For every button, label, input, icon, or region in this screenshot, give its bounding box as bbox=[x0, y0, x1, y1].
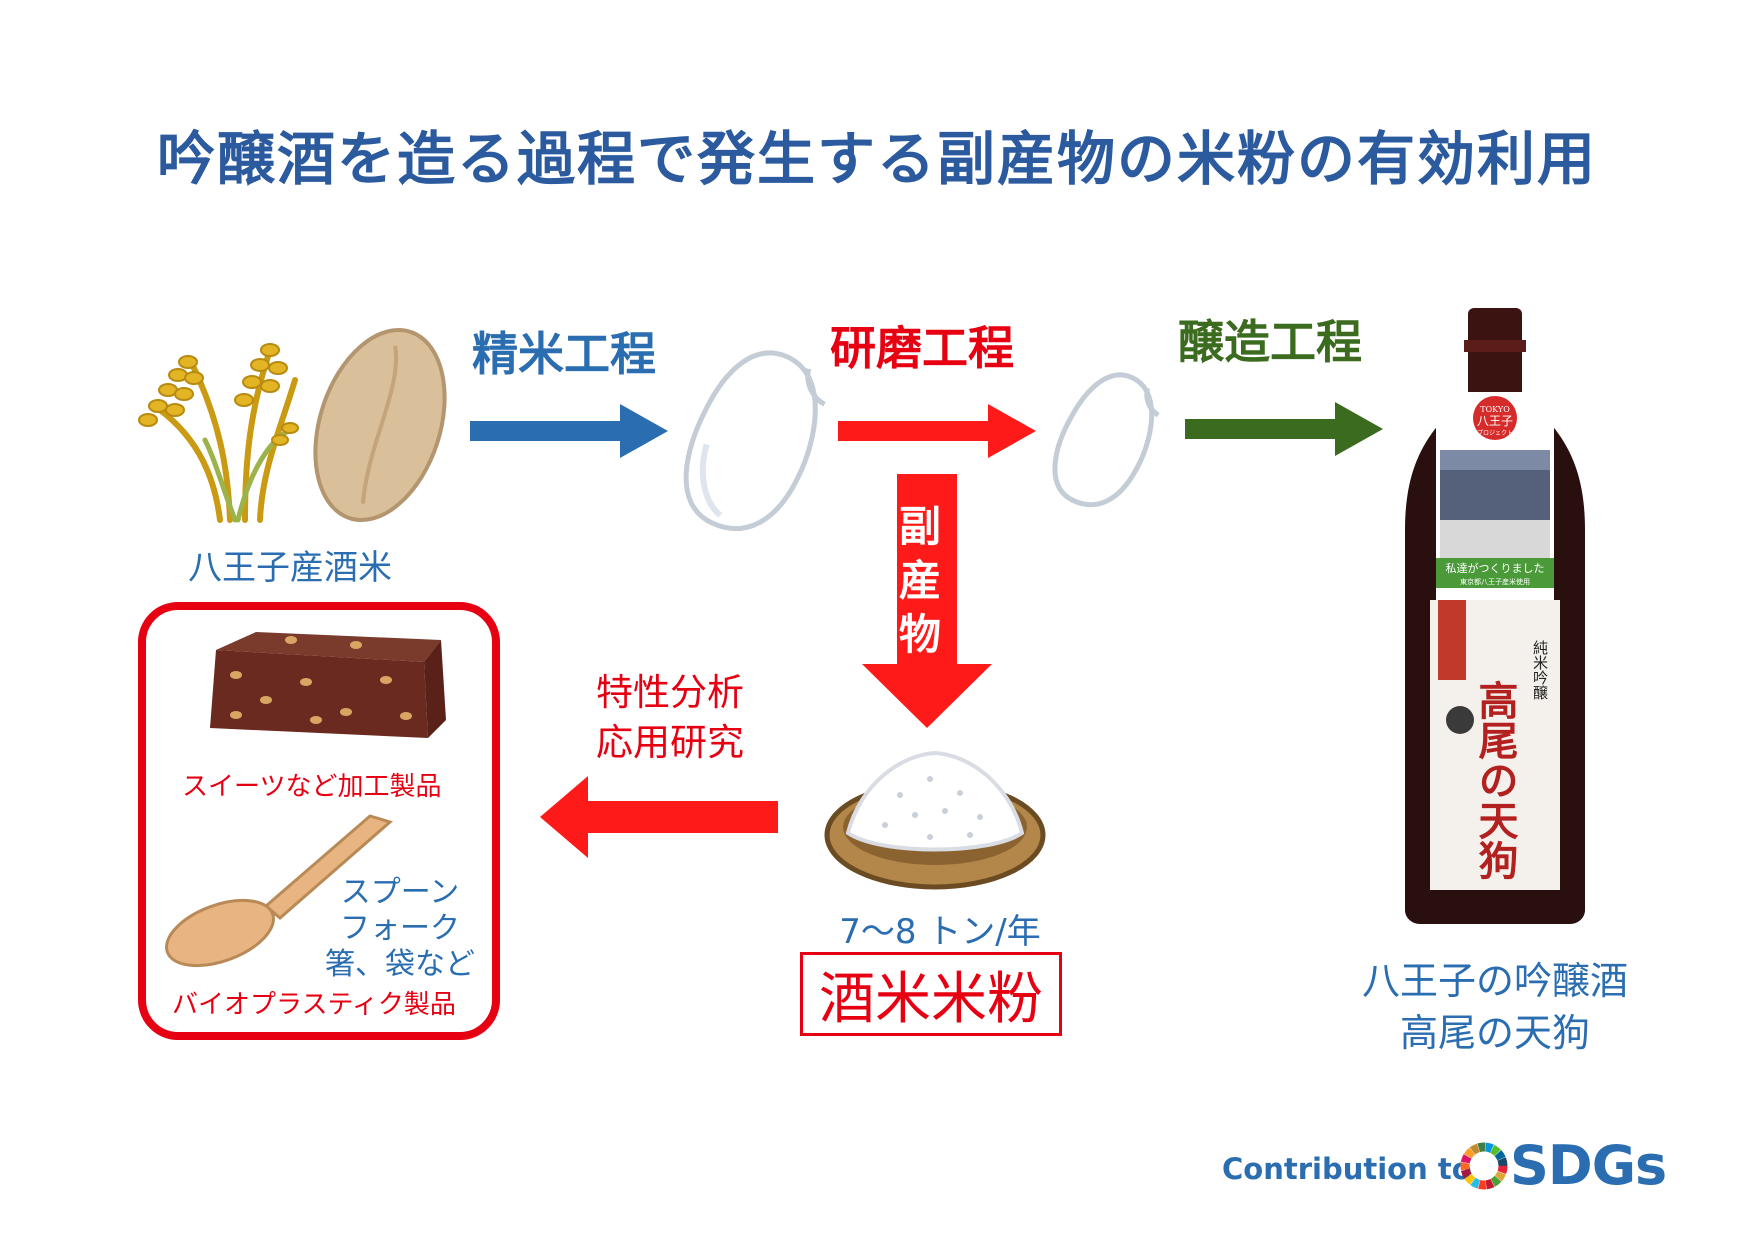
rice-origin-label: 八王子産酒米 bbox=[188, 548, 392, 588]
polished-rice-large-icon bbox=[683, 350, 826, 531]
brewing-step-label: 醸造工程 bbox=[1178, 315, 1362, 369]
cutlery-label: スプーン フォーク 箸、袋など bbox=[325, 875, 475, 982]
polishing-step-label: 精米工程 bbox=[472, 327, 656, 381]
bioplastic-label: バイオプラスティク製品 bbox=[172, 990, 456, 1020]
svg-text:八王子: 八王子 bbox=[1477, 414, 1513, 428]
research-label: 特性分析 応用研究 bbox=[596, 671, 744, 764]
sake-rice-flour-box: 酒米米粉 bbox=[800, 952, 1062, 1036]
byproduct-down-arrow-icon bbox=[862, 474, 992, 728]
svg-text:私達がつくりました: 私達がつくりました bbox=[1446, 561, 1545, 575]
polished-rice-small-icon bbox=[1052, 372, 1160, 508]
sake-label: 八王子の吟醸酒 高尾の天狗 bbox=[1361, 959, 1628, 1055]
left-red-arrow-icon bbox=[540, 776, 778, 858]
sweets-label: スイーツなど加工製品 bbox=[182, 772, 442, 802]
blue-arrow-icon bbox=[470, 404, 668, 458]
rice-plant-icon bbox=[138, 327, 447, 523]
svg-text:TOKYO: TOKYO bbox=[1480, 405, 1510, 414]
annual-amount: 7〜8 トン/年 bbox=[839, 912, 1041, 952]
byproduct-label: 副 産 物 bbox=[898, 502, 941, 659]
brownie-icon bbox=[210, 632, 446, 738]
svg-text:純米吟醸: 純米吟醸 bbox=[1531, 640, 1549, 701]
sake-bottle-icon: TOKYO 八王子 プロジェクト 私達がつくりました 東京都八王子産米使用 純米… bbox=[1405, 308, 1585, 924]
page-title: 吟醸酒を造る過程で発生する副産物の米粉の有効利用 bbox=[156, 125, 1597, 193]
svg-text:高尾の天狗: 高尾の天狗 bbox=[1472, 680, 1519, 880]
sdgs-contribution-text: Contribution to bbox=[1222, 1152, 1472, 1186]
grinding-step-label: 研磨工程 bbox=[830, 321, 1014, 375]
green-arrow-icon bbox=[1185, 402, 1383, 456]
wooden-spoon-icon bbox=[165, 814, 394, 968]
rice-flour-plate-icon bbox=[824, 750, 1046, 890]
svg-text:東京都八王子産米使用: 東京都八王子産米使用 bbox=[1460, 577, 1530, 586]
sdgs-logo-text: SDGs bbox=[1510, 1134, 1667, 1197]
sdgs-wheel-icon bbox=[1460, 1142, 1508, 1190]
svg-text:プロジェクト: プロジェクト bbox=[1477, 430, 1513, 437]
red-arrow-icon bbox=[838, 404, 1036, 458]
products-box bbox=[138, 602, 500, 1040]
